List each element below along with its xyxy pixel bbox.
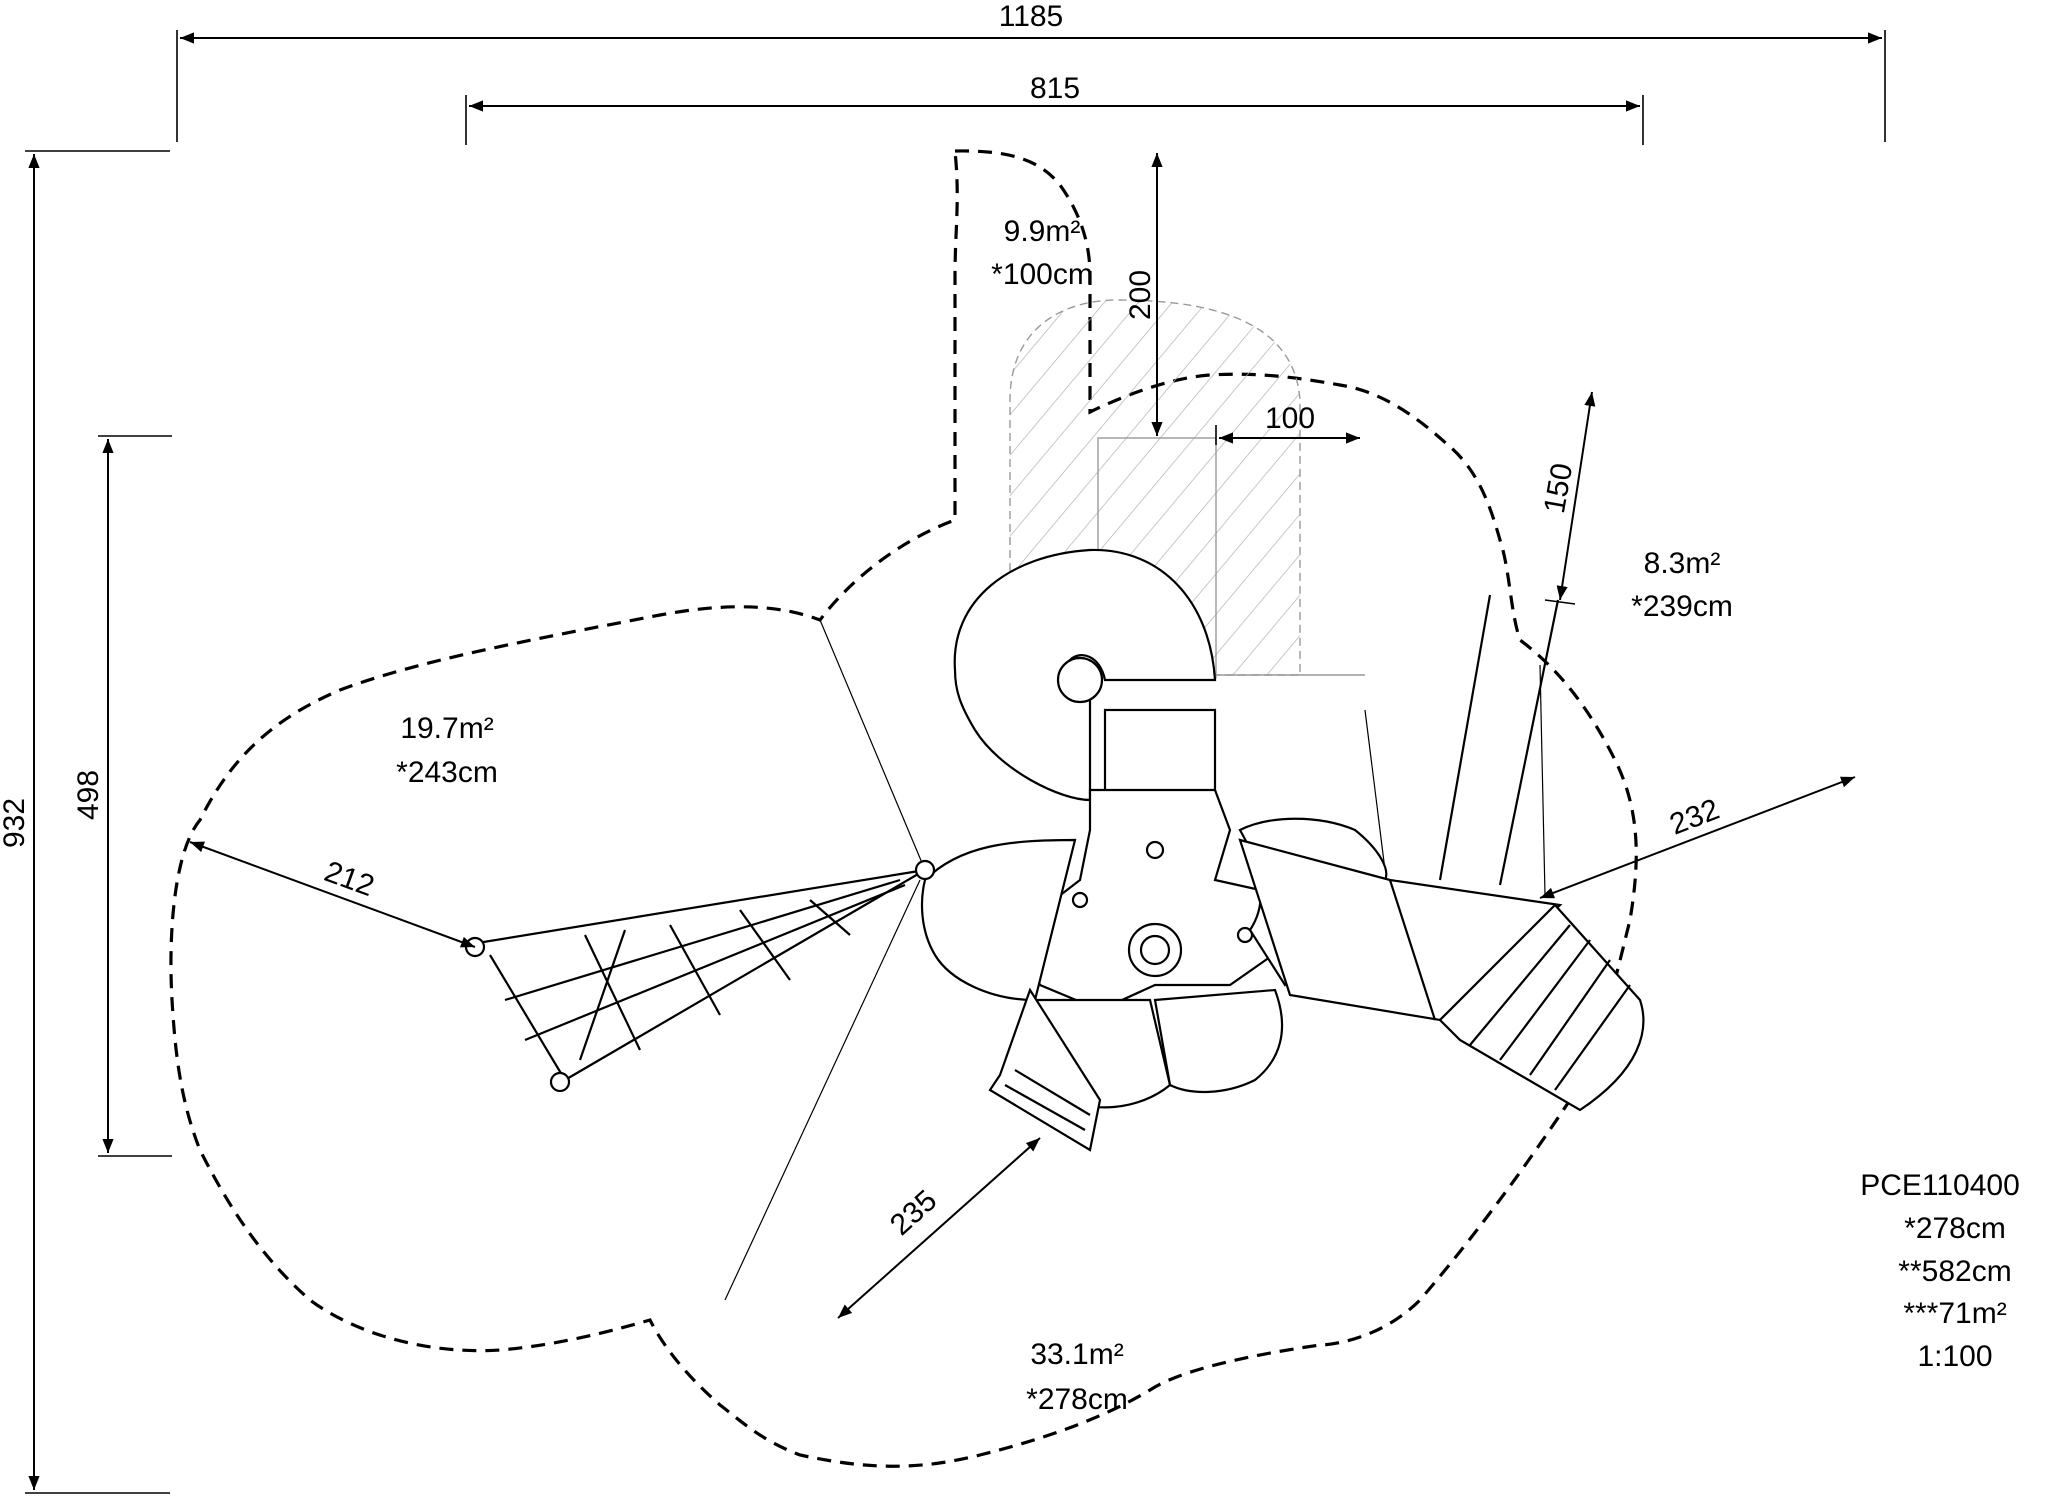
overall-height-label: 932 <box>0 798 31 848</box>
equipment <box>464 548 1645 1152</box>
zone-boundary-line <box>819 619 926 871</box>
slide-length-label: 200 <box>1124 270 1157 320</box>
dimensions: 1185 815 932 498 200 100 150 212 232 <box>0 0 1886 1494</box>
central-tower <box>1013 788 1282 1012</box>
scale: 1:100 <box>1917 1340 1992 1373</box>
fire-pole <box>1438 594 1492 881</box>
inner-height-label: 498 <box>72 770 105 820</box>
info-block: PCE110400 *278cm **582cm ***71m² 1:100 <box>1860 1169 2020 1373</box>
right-zone-area: 8.3m² <box>1644 547 1721 580</box>
left-platform <box>920 838 1077 1002</box>
zone-labels: 9.9m² *100cm 8.3m² *239cm 19.7m² *243cm … <box>396 215 1733 1416</box>
inner-width-label: 815 <box>1030 72 1080 105</box>
bottom-zone-area: 33.1m² <box>1030 1338 1123 1371</box>
right-radius-label: 232 <box>1665 793 1724 842</box>
fire-pole <box>1498 599 1560 886</box>
right-clearance-label: 150 <box>1538 461 1579 516</box>
free-height: **582cm <box>1898 1255 2011 1288</box>
left-zone-height: *243cm <box>396 756 498 789</box>
zone-boundary-line <box>1539 664 1546 896</box>
right-slide <box>1438 903 1645 1112</box>
bottom-zone-height: *278cm <box>1026 1383 1128 1416</box>
lower-ladder <box>988 987 1102 1152</box>
top-zone-area: 9.9m² <box>1004 215 1081 248</box>
spiral-slide <box>953 548 1217 802</box>
lower-right-platform <box>1153 988 1284 1093</box>
zone-boundary-line <box>1364 709 1386 871</box>
climbing-net <box>464 859 936 1093</box>
slide-offset-label: 100 <box>1265 402 1315 435</box>
safety-zone-outline <box>169 149 1638 1468</box>
right-zone-height: *239cm <box>1631 590 1733 623</box>
zone-boundary-line <box>724 879 921 1301</box>
product-code: PCE110400 <box>1860 1169 2020 1202</box>
fall-height: *278cm <box>1904 1212 2006 1245</box>
total-area: ***71m² <box>1903 1297 2006 1330</box>
top-zone-height: *100cm <box>991 258 1093 291</box>
left-zone-area: 19.7m² <box>400 712 493 745</box>
left-radius-label: 212 <box>320 855 378 903</box>
overall-width-label: 1185 <box>999 0 1064 33</box>
